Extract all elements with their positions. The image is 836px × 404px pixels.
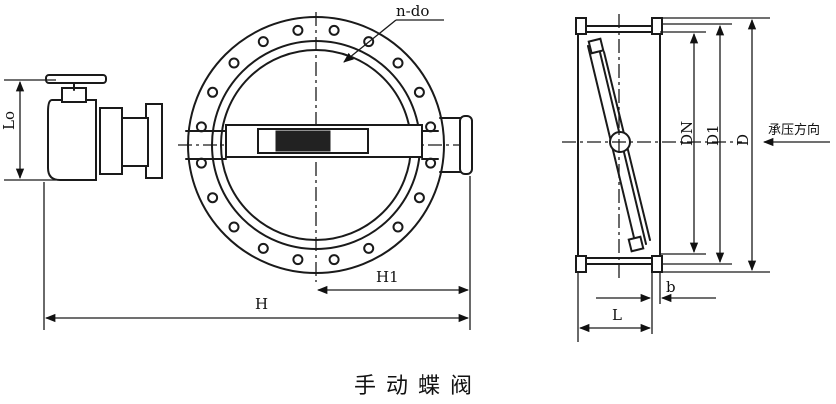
bolt-holes <box>195 24 437 266</box>
bolt-hole <box>228 221 240 233</box>
gearbox-actuator <box>45 74 163 181</box>
b-label: b <box>666 278 676 296</box>
bolt-hole <box>292 254 304 266</box>
bolt-hole <box>392 221 404 233</box>
h-label: H <box>255 295 268 313</box>
bolt-hole <box>392 57 404 69</box>
dim-h1: H1 <box>316 268 470 295</box>
bolt-hole <box>207 192 219 204</box>
shaft-cap <box>459 115 473 175</box>
bolt-hole <box>228 57 240 69</box>
disc-edge-top <box>587 37 605 55</box>
bolt-hole <box>257 242 269 254</box>
bolt-hole <box>292 24 304 36</box>
dim-dn-d1-d: DN D1 D <box>660 17 770 273</box>
handwheel <box>45 74 107 84</box>
bolt-hole <box>363 242 375 254</box>
bolt-hole <box>413 192 425 204</box>
gearbox-body <box>47 99 97 181</box>
bolt-spec-label: n-do <box>396 2 429 20</box>
disc-edge-bottom <box>627 235 645 253</box>
bolt-hole <box>328 24 340 36</box>
dn-label: DN <box>678 121 696 146</box>
disc-center <box>275 130 331 152</box>
bolt-hole <box>207 86 219 98</box>
dim-h: H <box>43 176 471 330</box>
dim-b-l: b L <box>577 272 716 342</box>
lug-bottom-right <box>651 255 663 273</box>
bolt-hole <box>257 36 269 48</box>
h1-label: H1 <box>376 268 399 286</box>
d-label: D <box>734 134 752 146</box>
pressure-direction-label: 承压方向 <box>768 122 820 138</box>
figure-caption: 手动蝶阀 <box>353 374 482 399</box>
front-view: Lo H H1 n-do <box>0 2 473 330</box>
lug-bottom-left <box>575 255 587 273</box>
lug-top-left <box>575 17 587 35</box>
l-label: L <box>612 306 622 324</box>
gearbox-flange <box>99 107 123 175</box>
bolt-hole <box>328 254 340 266</box>
d1-label: D1 <box>704 124 722 146</box>
side-view: DN D1 D 承压方向 b L <box>562 14 830 342</box>
dim-lo: Lo <box>0 79 56 181</box>
lo-label: Lo <box>0 111 18 130</box>
bolt-leader: n-do <box>343 2 444 63</box>
bolt-hole <box>363 36 375 48</box>
bolt-hole <box>413 86 425 98</box>
pressure-direction: 承压方向 <box>762 122 830 147</box>
